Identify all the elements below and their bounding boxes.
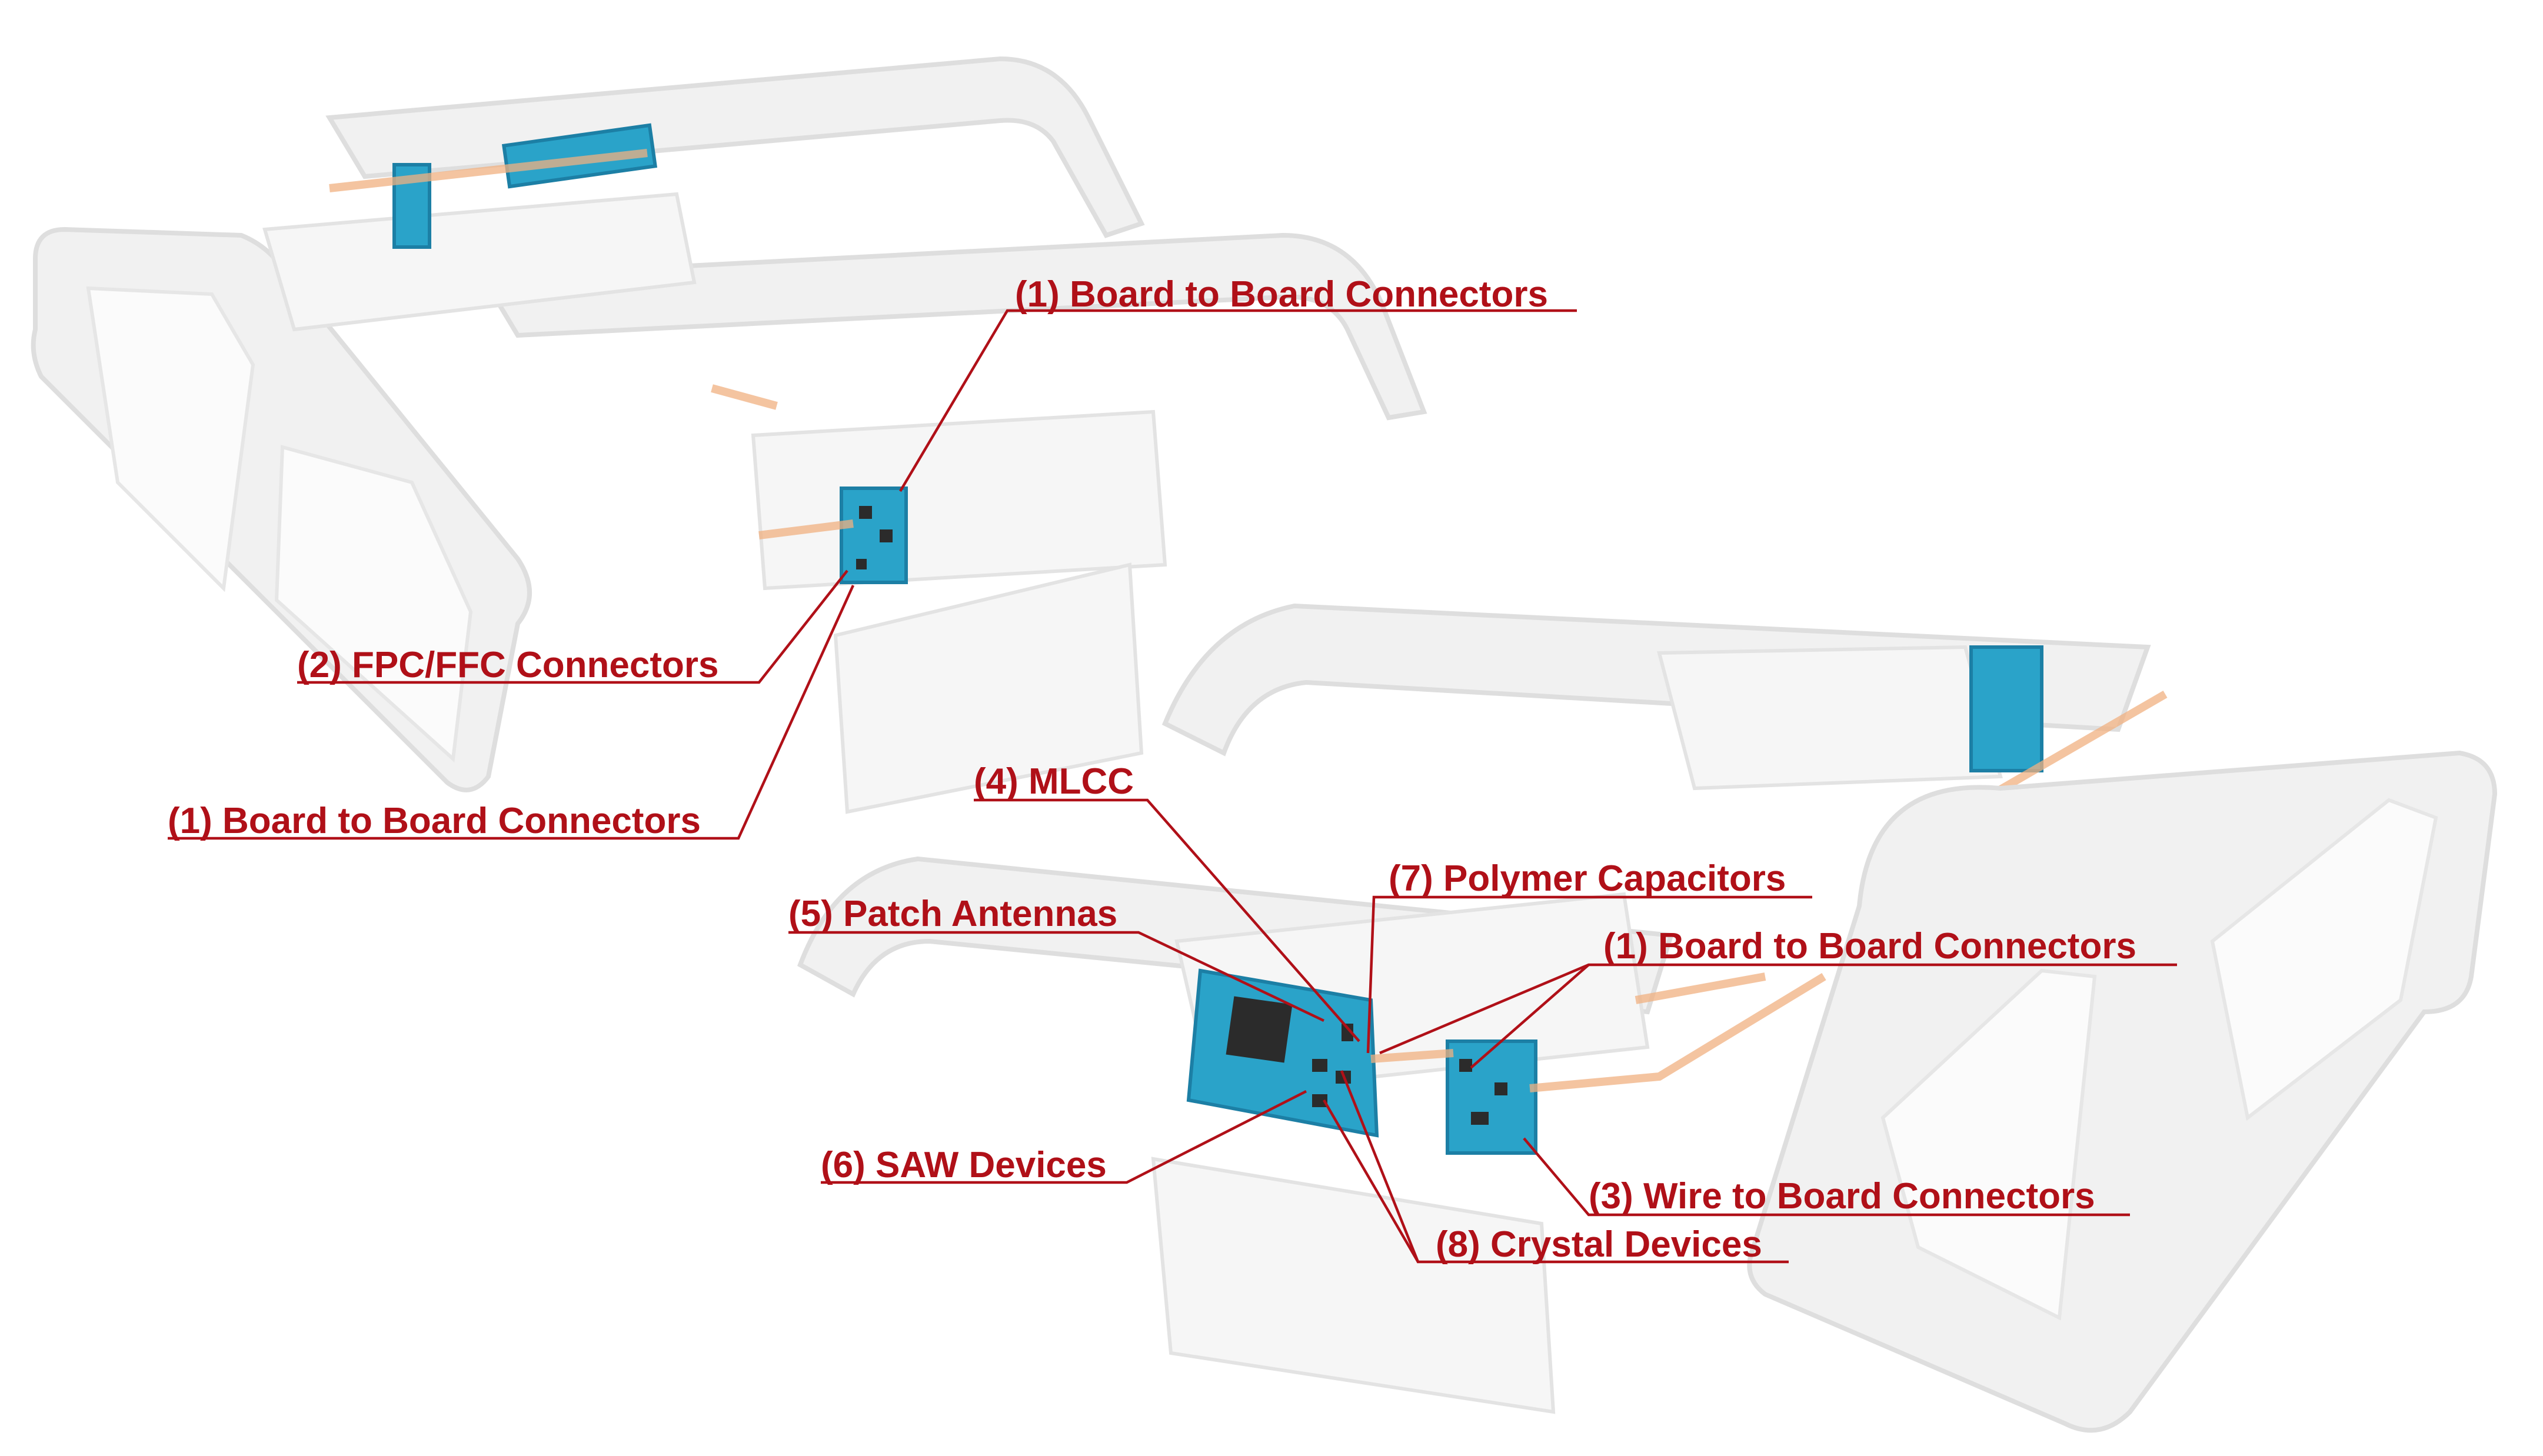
- lower-module-lid: [1151, 1157, 1556, 1414]
- label-crystal-devices: (8) Crystal Devices: [1436, 1224, 1762, 1265]
- upper-temple-arm: [325, 56, 1145, 238]
- leader-b2b-top: [899, 309, 1577, 492]
- leader-b2b-left: [168, 585, 855, 840]
- leader-crystal-2: [1323, 1099, 1419, 1263]
- leader-fpc: [297, 569, 848, 684]
- lower-housing-back: [1657, 645, 2003, 791]
- upper-module-housing: [751, 409, 1167, 591]
- upper-module-pcb: [840, 487, 908, 584]
- label-board-to-board-right: (1) Board to Board Connectors: [1603, 926, 2136, 967]
- leader-polymer: [1366, 895, 1812, 1054]
- leader-lines: [168, 309, 2177, 1264]
- lower-left-lens: [1880, 968, 2097, 1321]
- upper-module-lid: [833, 562, 1144, 814]
- label-saw-devices: (6) SAW Devices: [821, 1145, 1107, 1185]
- upper-housing: [262, 192, 697, 332]
- secondary-pcb: [1446, 1039, 1537, 1155]
- middle-temple-arm: [478, 232, 1427, 421]
- leader-mlcc: [974, 798, 1360, 1042]
- leader-saw: [821, 1089, 1307, 1184]
- leader-patch: [788, 931, 1324, 1022]
- lower-glasses: [797, 603, 2498, 1433]
- leader-wire: [1523, 1137, 2130, 1217]
- label-board-to-board-left: (1) Board to Board Connectors: [168, 801, 701, 841]
- label-board-to-board-top: (1) Board to Board Connectors: [1015, 274, 1548, 315]
- label-fpc-ffc-connectors: (2) FPC/FFC Connectors: [297, 645, 719, 685]
- lower-right-lens: [2210, 798, 2438, 1121]
- main-processor-chip: [1226, 996, 1293, 1063]
- label-polymer-capacitors: (7) Polymer Capacitors: [1389, 858, 1786, 899]
- lower-pcb-back: [1969, 645, 2043, 772]
- label-wire-to-board-connectors: (3) Wire to Board Connectors: [1589, 1176, 2095, 1217]
- label-patch-antennas: (5) Patch Antennas: [788, 894, 1118, 934]
- upper-glasses: [31, 56, 1427, 814]
- upper-left-lens: [86, 286, 255, 592]
- leader-b2b-right-2: [1470, 964, 1590, 1069]
- upper-right-lens: [274, 445, 473, 763]
- label-mlcc: (4) MLCC: [974, 761, 1134, 802]
